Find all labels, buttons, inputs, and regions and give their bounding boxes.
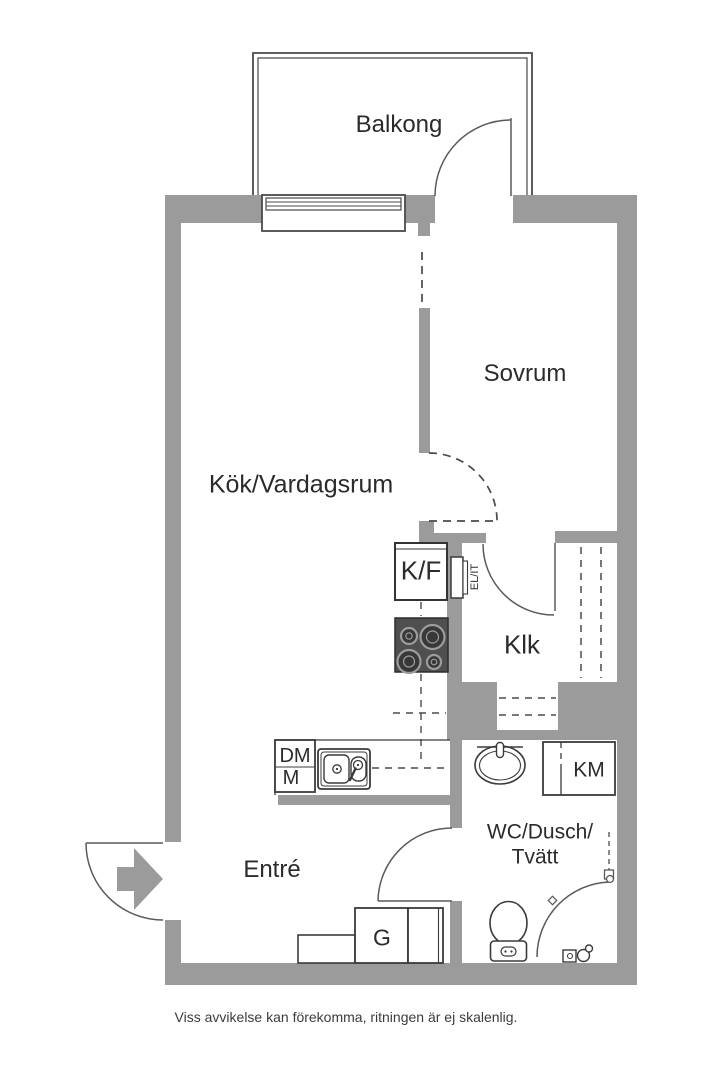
- wardrobe-boxes: [297, 907, 444, 964]
- fridge-freezer-box: [394, 542, 448, 601]
- balcony-door-swing: [434, 118, 512, 197]
- label-electrical-panel: EL/IT: [468, 563, 481, 591]
- disclaimer-text: Viss avvikelse kan förekomma, ritningen …: [174, 1009, 518, 1025]
- electrical-panel: [450, 556, 469, 599]
- toilet: [489, 900, 528, 962]
- burner: [396, 648, 422, 675]
- entrance-arrow-icon: [117, 848, 163, 910]
- label-wardrobe: G: [373, 924, 391, 951]
- floor-fixtures: [562, 944, 594, 963]
- wall-bedroom-partition: [419, 308, 430, 453]
- dishwasher-box: [274, 739, 316, 793]
- label-kitchen-living: Kök/Vardagsrum: [208, 470, 394, 499]
- label-closet: Klk: [503, 629, 541, 660]
- closet-door-swing: [482, 543, 556, 616]
- label-entrance: Entré: [243, 855, 301, 883]
- label-microwave: M: [282, 767, 300, 789]
- washing-machine-box: [542, 741, 616, 796]
- wall-closet-bottom-right: [558, 682, 617, 740]
- label-fridge-freezer: K/F: [400, 555, 442, 586]
- label-bathroom-line1: WC/Dusch/: [486, 820, 594, 844]
- wc-door-swing: [377, 827, 453, 902]
- stove: [394, 617, 449, 675]
- wall-top-mid: [405, 195, 435, 223]
- wardrobe-2: [407, 907, 444, 964]
- closet-dashed-lines: [499, 547, 602, 716]
- balcony-outline: [252, 52, 533, 196]
- wall-wc-left-upper: [450, 740, 462, 828]
- wall-kitchen-band: [419, 533, 486, 543]
- wall-kitchen-bottom: [278, 795, 458, 805]
- label-bathroom-line2: Tvätt: [511, 845, 559, 869]
- bedroom-opening-dashed: [421, 252, 498, 522]
- kitchen-sink: [317, 748, 371, 790]
- burner: [399, 626, 419, 646]
- label-washing-machine: KM: [573, 758, 605, 782]
- wardrobe-g: [354, 907, 409, 964]
- walls: [165, 195, 637, 985]
- entrance-door-swing: [85, 842, 164, 921]
- wall-bottom: [165, 963, 637, 985]
- wall-wc-left-lower: [450, 901, 462, 963]
- label-bedroom: Sovrum: [483, 359, 567, 387]
- wall-top-right: [513, 195, 637, 223]
- wall-left-upper: [165, 195, 181, 842]
- kitchen-dashed-lines: [372, 602, 446, 769]
- window: [261, 194, 406, 232]
- label-balcony: Balkong: [355, 110, 443, 138]
- hall-bench: [297, 934, 356, 964]
- wall-closet-bottom-left: [460, 682, 497, 740]
- wall-hall: [555, 531, 617, 543]
- wall-cubby-bottom: [497, 730, 558, 740]
- shower-door: [536, 832, 615, 958]
- wall-stub: [418, 223, 430, 236]
- washbasin: [474, 741, 526, 785]
- wall-top-left: [165, 195, 262, 223]
- label-dishwasher: DM: [279, 745, 311, 767]
- burner: [425, 653, 443, 671]
- wall-right: [617, 195, 637, 985]
- burner: [419, 623, 446, 651]
